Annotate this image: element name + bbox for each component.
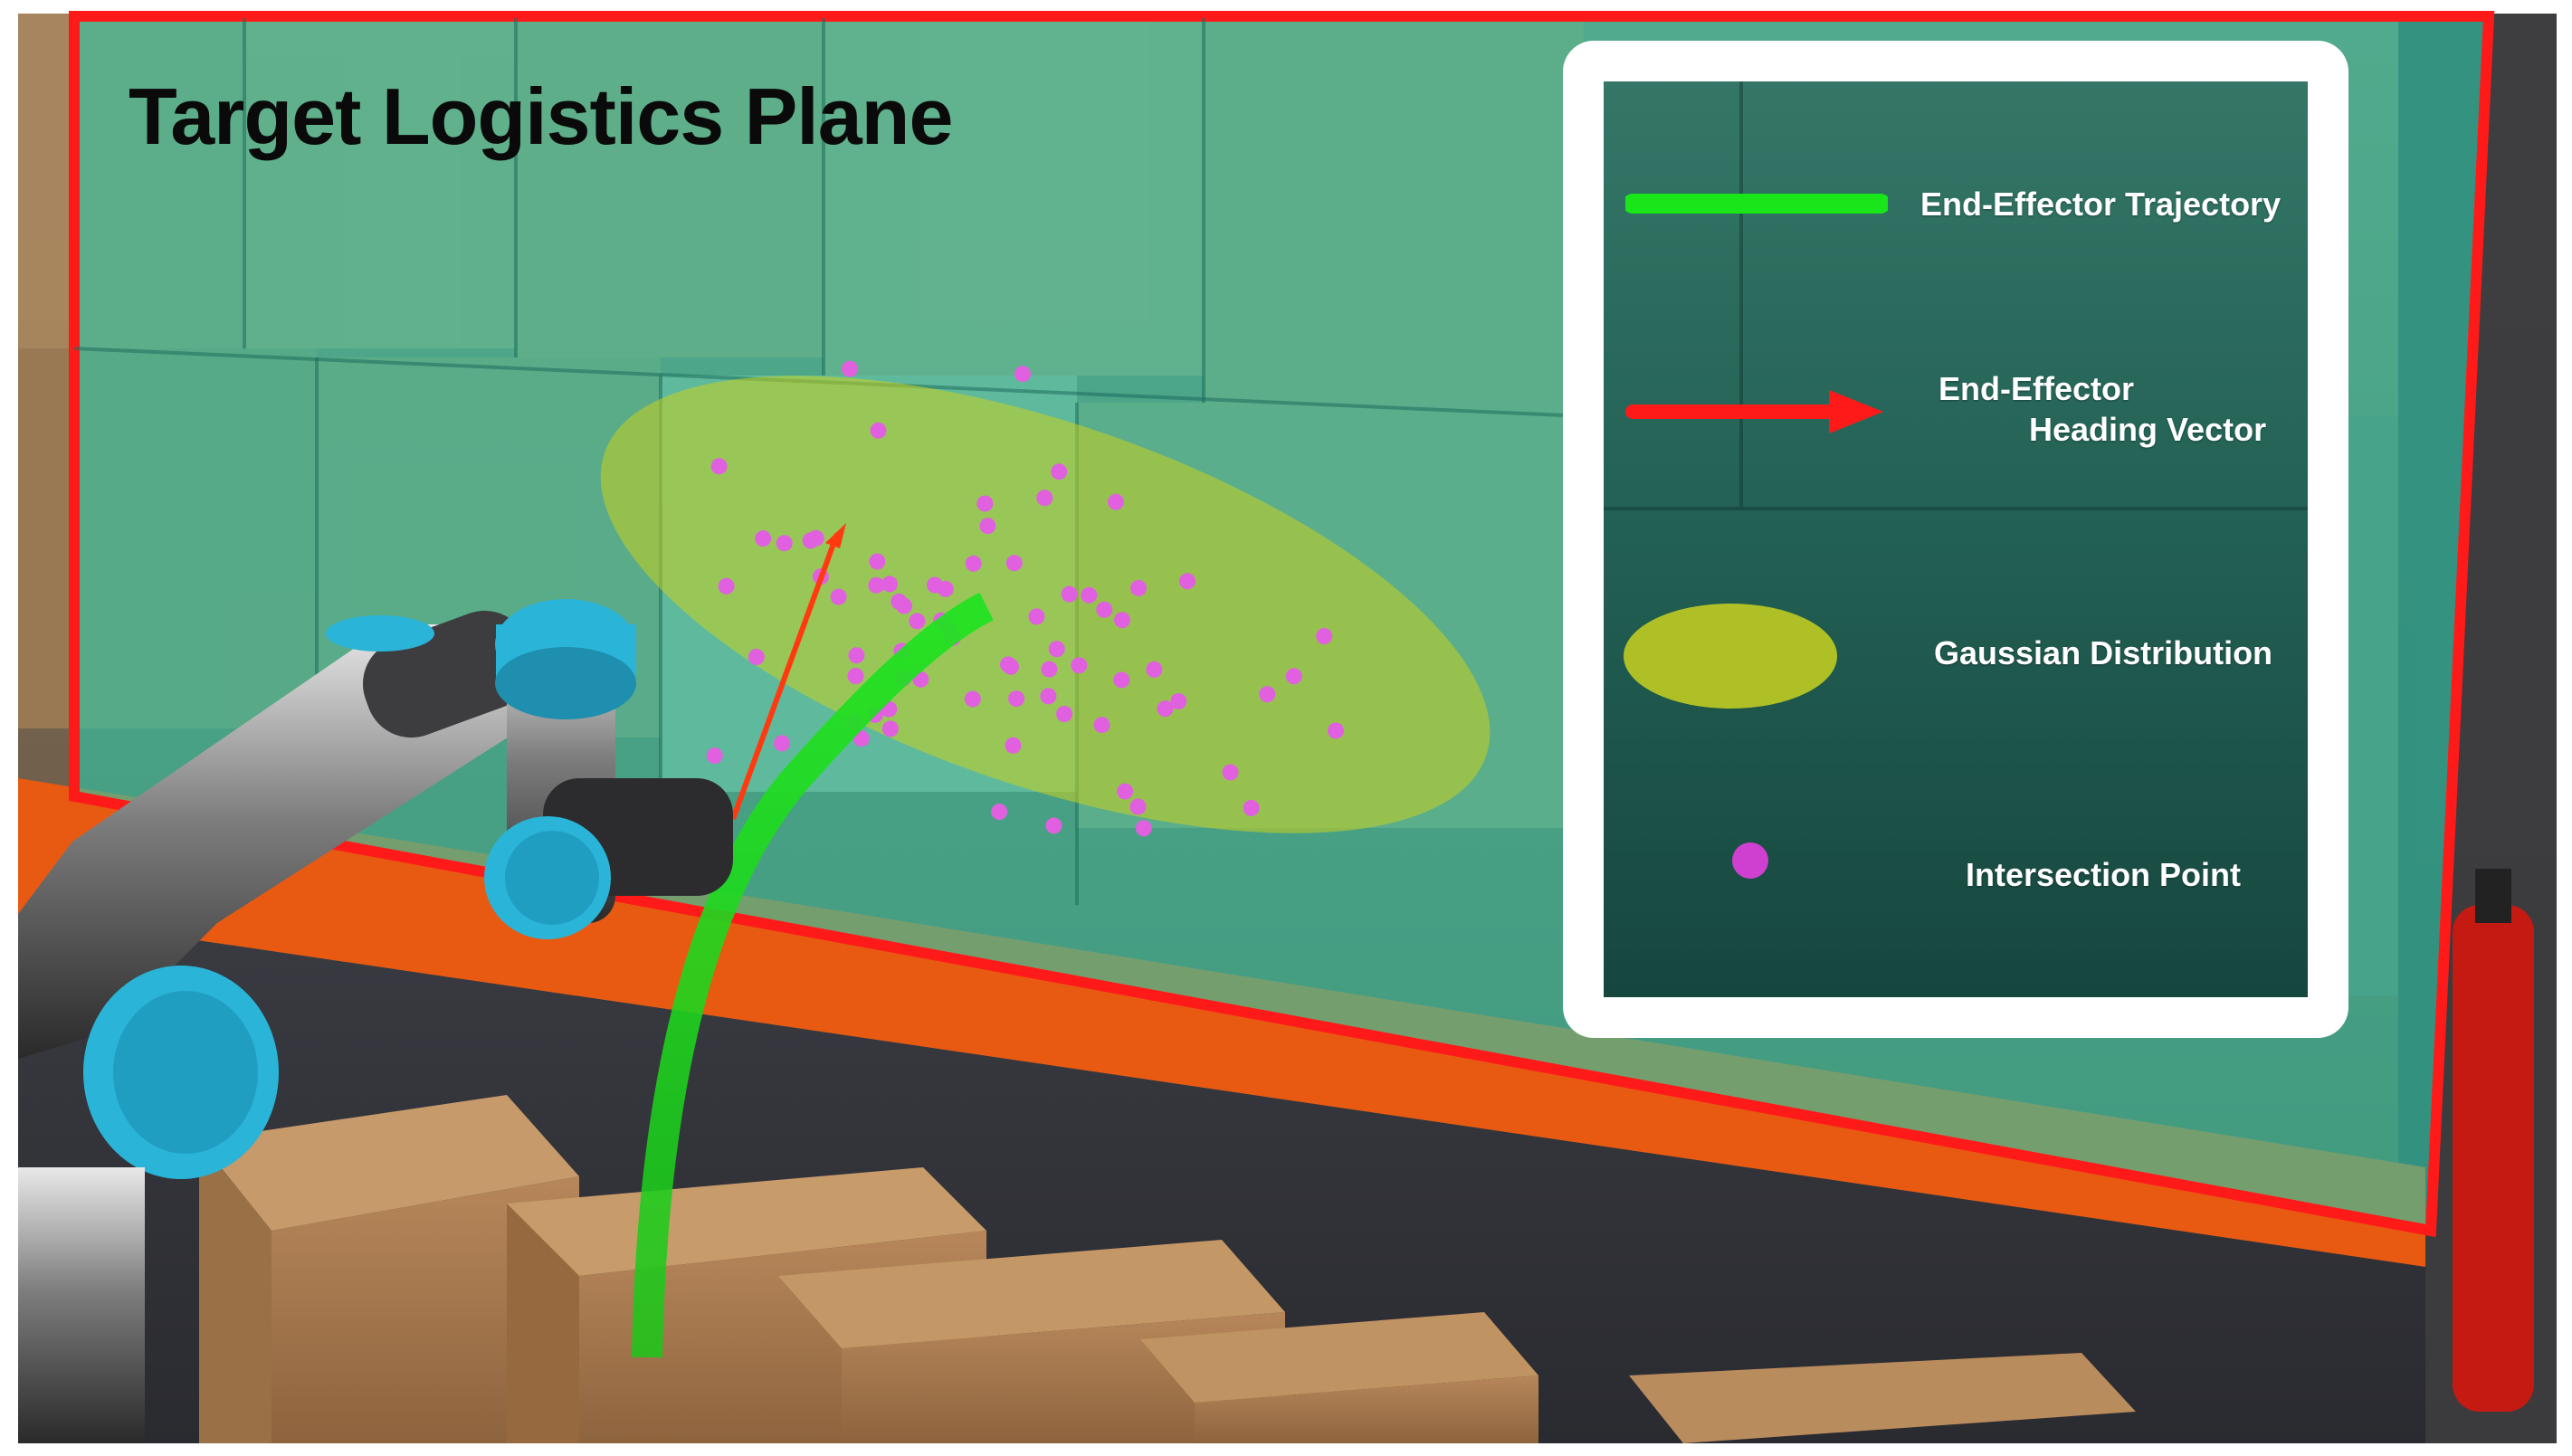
intersection-point — [847, 668, 864, 684]
intersection-point — [802, 532, 819, 549]
legend-label-trajectory: End-Effector Trajectory — [1920, 186, 2281, 223]
fire-extinguisher — [2453, 905, 2534, 1412]
intersection-point — [1114, 612, 1130, 629]
intersection-point — [774, 735, 790, 752]
intersection-point — [1113, 671, 1130, 689]
intersection-point — [1093, 717, 1110, 734]
intersection-point — [1259, 686, 1276, 703]
intersection-point — [1041, 661, 1058, 678]
intersection-point — [1117, 783, 1134, 800]
plane-title: Target Logistics Plane — [129, 71, 953, 161]
intersection-point — [1096, 601, 1113, 618]
intersection-point — [1179, 573, 1196, 590]
floor-boxes — [199, 1095, 2136, 1443]
legend-label-intersection: Intersection Point — [1966, 856, 2242, 893]
green-line-icon — [1625, 194, 1888, 214]
intersection-point — [1157, 700, 1174, 718]
intersection-point — [1135, 820, 1152, 837]
intersection-point — [1003, 658, 1019, 675]
intersection-point — [1081, 586, 1098, 604]
gaussian-distribution-ellipse — [600, 376, 1491, 833]
end-effector-heading-vector — [730, 532, 840, 821]
intersection-point — [1243, 799, 1260, 816]
intersection-point — [869, 553, 886, 570]
intersection-point — [976, 495, 994, 512]
intersection-point — [830, 588, 847, 605]
intersection-point — [1028, 608, 1045, 625]
intersection-point — [870, 422, 887, 439]
intersection-point — [881, 720, 899, 738]
intersection-point — [1071, 657, 1088, 674]
intersection-point — [1008, 690, 1025, 708]
intersection-point — [1316, 628, 1333, 644]
intersection-point — [1170, 693, 1187, 709]
legend-label-gaussian: Gaussian Distribution — [1934, 634, 2273, 671]
intersection-point — [842, 360, 858, 377]
intersection-point — [1222, 764, 1239, 781]
intersection-point — [964, 690, 981, 708]
intersection-point — [710, 458, 728, 475]
end-effector-trajectory — [632, 592, 994, 1358]
legend-label-heading-line1: End-Effector — [1939, 370, 2134, 407]
intersection-point — [1051, 463, 1068, 481]
intersection-point — [748, 649, 765, 665]
intersection-point — [1285, 668, 1302, 685]
intersection-point — [1130, 579, 1148, 596]
intersection-point — [991, 804, 1008, 821]
legend-background: End-Effector Trajectory End-Effector Hea… — [1604, 81, 2308, 997]
intersection-point — [1005, 737, 1022, 754]
yellow-ellipse-icon — [1624, 604, 1837, 709]
intersection-point — [937, 580, 954, 597]
intersection-point — [1005, 555, 1023, 572]
intersection-point — [1040, 688, 1057, 705]
intersection-point — [1108, 493, 1124, 510]
intersection-point — [868, 576, 885, 594]
heading-vector-arrowhead — [825, 523, 846, 548]
legend-label-heading-line2: Heading Vector — [2029, 411, 2267, 448]
intersection-point — [848, 647, 865, 664]
intersection-point — [896, 597, 912, 614]
target-plane-border — [69, 11, 2495, 1238]
red-arrow-icon — [1625, 390, 1883, 433]
intersection-point — [1036, 490, 1053, 507]
intersection-point — [965, 555, 982, 572]
intersection-point — [776, 535, 793, 552]
intersection-point — [853, 730, 870, 747]
intersection-point — [1048, 641, 1065, 658]
intersection-point — [1045, 817, 1062, 834]
intersection-point — [1061, 585, 1078, 603]
intersection-point — [1015, 366, 1031, 383]
intersection-point — [909, 613, 926, 630]
intersection-point — [1146, 661, 1163, 678]
intersection-point — [1056, 706, 1073, 722]
intersection-point — [881, 576, 898, 593]
magenta-dot-icon — [1732, 842, 1768, 879]
intersection-point — [706, 747, 723, 765]
intersection-point — [979, 518, 996, 535]
robot-arm — [18, 599, 733, 1443]
legend-panel: End-Effector Trajectory End-Effector Hea… — [1563, 41, 2348, 1038]
intersection-point — [1129, 798, 1147, 815]
intersection-point — [755, 530, 772, 547]
intersection-point — [1328, 722, 1344, 739]
intersection-point — [718, 577, 735, 595]
